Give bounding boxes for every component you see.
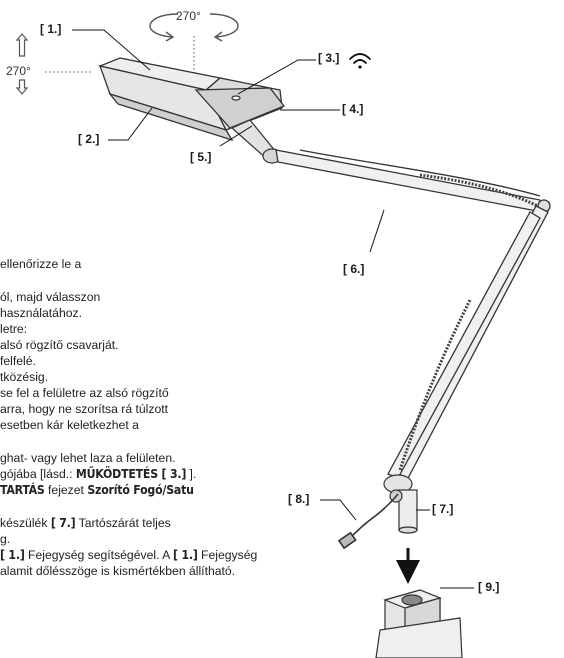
lamp-arm-upper <box>275 149 551 213</box>
text-line-15: g. <box>0 532 11 546</box>
rotate-vertical-icon <box>15 33 29 95</box>
text-line-8: se fel a felületre az alsó rögzítő <box>0 386 169 400</box>
clamp <box>375 589 463 658</box>
text-line-17: alamit dőlésszöge is kismértékben állíth… <box>0 564 236 578</box>
callout-2: [ 2.] <box>78 132 100 146</box>
callout-6: [ 6.] <box>343 262 365 276</box>
text-line-5: alsó rögzítő csavarját. <box>0 338 119 352</box>
text-line-16: [ 1.] Fejegység segítségével. A [ 1.] Fe… <box>0 548 258 562</box>
text-line-11: ghat- vagy lehet laza a felületen. <box>0 451 176 465</box>
text-line-3: használatához. <box>0 306 82 320</box>
rotation-label-left: 270° <box>6 64 31 78</box>
callout-3: [ 3.] <box>318 51 340 65</box>
text-line-2: ól, majd válasszon <box>0 290 101 304</box>
lamp-head <box>97 57 286 142</box>
lamp-neck <box>230 119 282 164</box>
leader-lines <box>72 29 474 589</box>
text-line-14: készülék [ 7.] Tartószárát teljes <box>0 516 171 530</box>
text-line-10: esetben kár keletkezhet a <box>0 418 139 432</box>
lamp-arm-lower <box>387 205 549 483</box>
wifi-icon <box>349 53 371 69</box>
text-line-7: tközésig. <box>0 370 49 384</box>
callout-9: [ 9.] <box>478 580 500 594</box>
power-cable <box>337 493 399 550</box>
text-line-4: letre: <box>0 322 28 336</box>
callout-4: [ 4.] <box>342 102 364 116</box>
callout-1: [ 1.] <box>40 22 62 36</box>
rotate-horizontal-icon <box>149 13 239 42</box>
text-line-12: gójába [lásd.: MŰKÖDTETÉS [ 3.] ]. <box>0 467 197 481</box>
text-line-9: arra, hogy ne szorítsa rá túlzott <box>0 402 168 416</box>
text-line-1: ellenőrizze le a <box>0 257 82 271</box>
rotation-label-top: 270° <box>176 9 201 23</box>
text-line-6: felfelé. <box>0 354 36 368</box>
callout-7: [ 7.] <box>432 502 454 516</box>
callout-5: [ 5.] <box>190 150 212 164</box>
text-line-13: TARTÁS fejezet Szorító Fogó/Satu <box>0 483 194 497</box>
callout-8: [ 8.] <box>288 492 310 506</box>
lamp-base <box>383 474 418 534</box>
